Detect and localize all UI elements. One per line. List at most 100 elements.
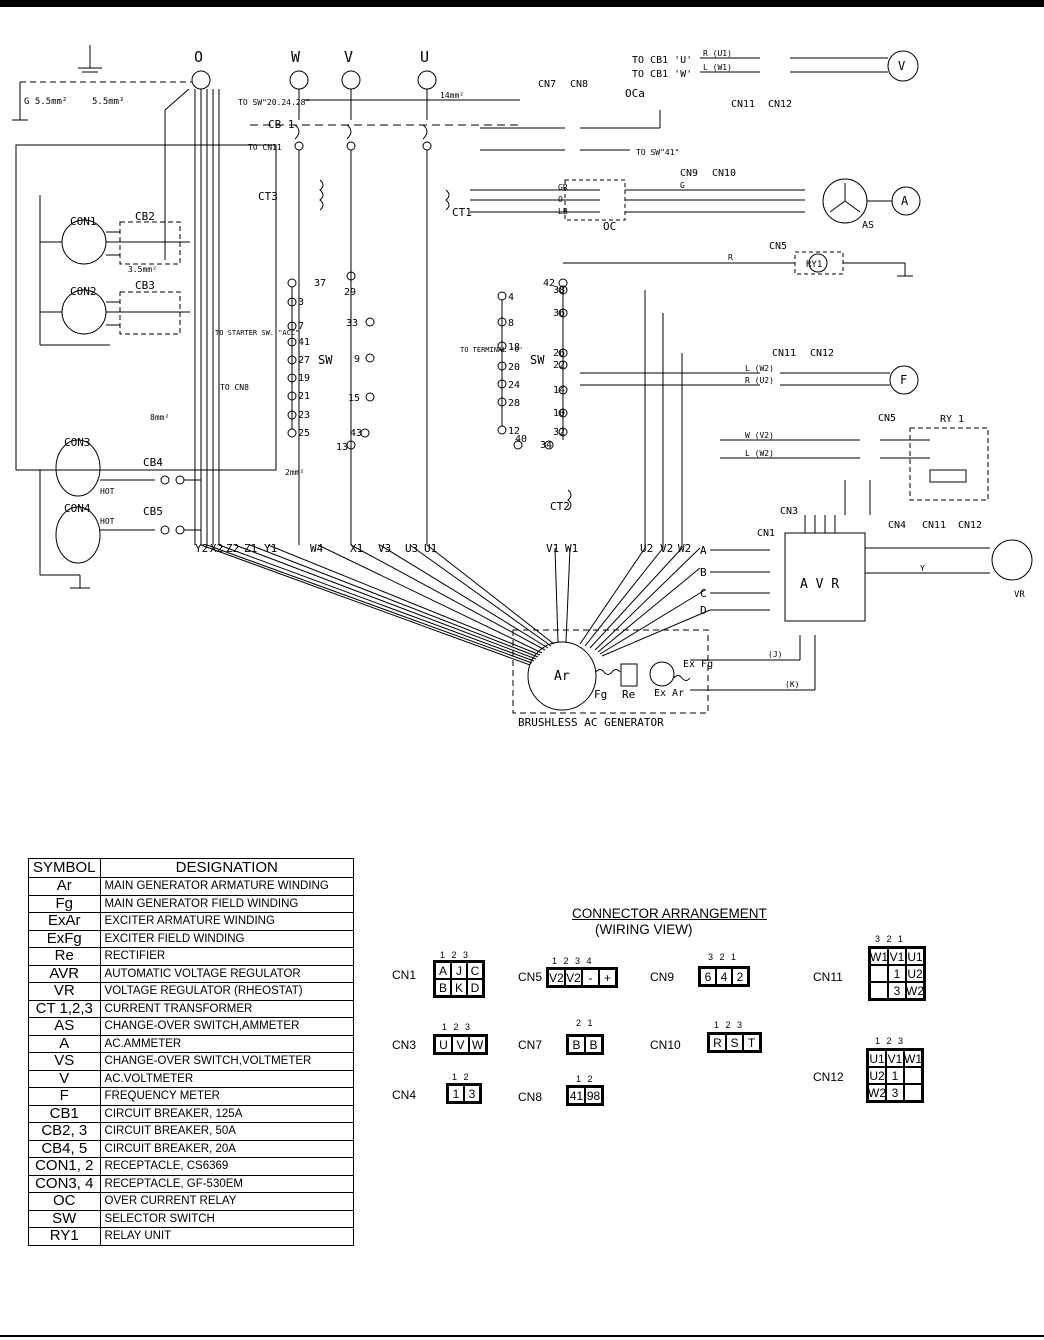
con3-symbol xyxy=(55,439,101,497)
legend-designation: CIRCUIT BREAKER, 50A xyxy=(99,1122,355,1141)
sw-mid-2: 9 xyxy=(354,354,360,365)
sw-mid-column xyxy=(346,271,375,450)
cn11-cell: V1 xyxy=(888,948,906,965)
label-cb3: CB3 xyxy=(135,279,155,292)
avr-term-a: A xyxy=(700,544,707,557)
label-w55: 5.5mm² xyxy=(92,97,125,107)
cn12-cell xyxy=(904,1067,922,1084)
cn8-cell: 41 xyxy=(568,1087,585,1104)
legend-designation: AUTOMATIC VOLTAGE REGULATOR xyxy=(99,964,355,983)
cn11-cell xyxy=(870,965,888,982)
legend-symbol: Re xyxy=(28,947,101,966)
f-meter xyxy=(889,365,919,395)
label-generator: BRUSHLESS AC GENERATOR xyxy=(518,716,664,729)
cn12-cell: 3 xyxy=(886,1084,904,1101)
cn9-cell: 2 xyxy=(732,968,748,985)
wire-z2: Z2 xyxy=(226,542,239,555)
label-to-starter: TO STARTER SW. "ACC" xyxy=(215,329,299,337)
code-r-u2: R (U2) xyxy=(745,376,774,385)
sw-left-8: 25 xyxy=(298,428,310,439)
label-cb1: CB 1 xyxy=(268,118,295,131)
legend-designation: SELECTOR SWITCH xyxy=(99,1209,355,1228)
vr-rheostat xyxy=(991,539,1033,581)
code-r: R xyxy=(728,253,733,262)
code-j: (J) xyxy=(768,650,782,659)
sw-mid-5: 13 xyxy=(336,442,348,453)
sw-far-5: 14 xyxy=(553,385,565,396)
armature-ar xyxy=(527,641,597,711)
code-y: Y xyxy=(920,564,925,573)
legend-symbol: CON3, 4 xyxy=(28,1174,101,1193)
connector-arrangement-subtitle: (WIRING VIEW) xyxy=(595,922,693,937)
label-to-sw: TO SW"20.24.28" xyxy=(238,98,310,107)
label-to-sw41: TO SW"41" xyxy=(636,148,679,157)
terminal-u xyxy=(417,70,437,90)
cn3-cell: V xyxy=(452,1036,469,1053)
legend-designation: RECEPTACLE, GF-530EM xyxy=(99,1174,355,1193)
label-hot-2: HOT xyxy=(100,517,115,526)
cn8-cell: 98 xyxy=(585,1087,602,1104)
cn5-grid: V2 V2 - + xyxy=(546,967,618,988)
cn12-cell: W2 xyxy=(868,1084,886,1101)
label-ar: Ar xyxy=(554,669,570,684)
label-avr: A V R xyxy=(800,577,839,592)
label-re: Re xyxy=(622,688,635,701)
legend-designation: AC.AMMETER xyxy=(99,1034,355,1053)
label-cn12-a: CN12 xyxy=(768,99,792,110)
cn12-cell: V1 xyxy=(886,1050,904,1067)
cn3-pins: 1 2 3 xyxy=(442,1022,473,1032)
legend-symbol: A xyxy=(28,1034,101,1053)
sw-far-0: 42 xyxy=(543,278,555,289)
cn9-label: CN9 xyxy=(650,970,675,984)
label-ct1: CT1 xyxy=(452,206,472,219)
sw-far-6: 10 xyxy=(553,408,565,419)
label-v: V xyxy=(344,48,353,66)
cn5-cell: V2 xyxy=(548,969,565,986)
sw-right-6: 12 xyxy=(508,426,520,437)
label-cn10: CN10 xyxy=(712,168,736,179)
legend-designation: CIRCUIT BREAKER, 125A xyxy=(99,1104,355,1123)
cn4-pins: 1 2 xyxy=(452,1072,471,1082)
legend-symbol: CB4, 5 xyxy=(28,1139,101,1158)
sw-right-3: 20 xyxy=(508,362,520,373)
wire-v1: V1 xyxy=(546,542,559,555)
label-exar: Ex Ar xyxy=(654,688,684,699)
wire-w2: W2 xyxy=(678,542,691,555)
label-a-meter: A xyxy=(901,194,909,208)
sw-left-7: 23 xyxy=(298,410,310,421)
legend-designation: CURRENT TRANSFORMER xyxy=(99,999,355,1018)
cn3-cell: U xyxy=(435,1036,452,1053)
sw-left-0: 37 xyxy=(314,278,326,289)
avr-term-d: D xyxy=(700,604,707,617)
code-g: G xyxy=(680,181,685,190)
legend-designation: VOLTAGE REGULATOR (RHEOSTAT) xyxy=(99,982,355,1001)
cn10-cell: S xyxy=(726,1034,743,1051)
sw-far-3: 26 xyxy=(553,348,565,359)
cn8-grid: 41 98 xyxy=(566,1085,604,1106)
cn4-cell: 1 xyxy=(448,1085,464,1102)
wire-u1: U1 xyxy=(424,542,437,555)
label-con2: CON2 xyxy=(70,285,97,298)
wire-u3: U3 xyxy=(405,542,418,555)
cn12-cell xyxy=(904,1084,922,1101)
sw-right-4: 24 xyxy=(508,380,520,391)
cn4-cell: 3 xyxy=(464,1085,480,1102)
legend-designation: CHANGE-OVER SWITCH,AMMETER xyxy=(99,1017,355,1036)
sw-far-2: 36 xyxy=(553,308,565,319)
con4-symbol xyxy=(55,506,101,564)
cn10-cell: T xyxy=(743,1034,760,1051)
label-w2: 2mm² xyxy=(285,468,304,477)
label-to-cn8: TO CN8 xyxy=(220,383,249,392)
cn11-cell: U2 xyxy=(906,965,924,982)
cn1-pins: 1 2 3 xyxy=(440,950,471,960)
label-vr: VR xyxy=(1014,590,1025,600)
cn12-grid: U1 V1 W1 U2 1 W2 3 xyxy=(866,1048,924,1103)
label-sw-2: SW xyxy=(530,353,545,367)
cn12-cell: W1 xyxy=(904,1050,922,1067)
label-f-meter: F xyxy=(900,373,907,387)
